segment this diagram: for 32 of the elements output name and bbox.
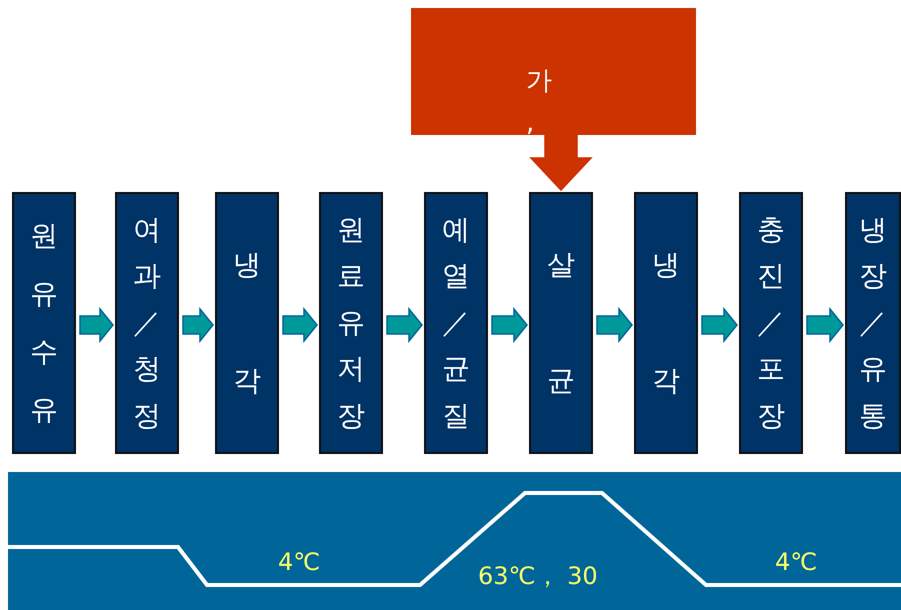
process-box	[634, 192, 698, 454]
block-arrow	[596, 306, 633, 344]
box-text: 예열／균질	[441, 212, 471, 434]
process-box	[319, 192, 383, 454]
box-text: 냉각	[232, 247, 262, 399]
process-box	[215, 192, 279, 454]
temperature-label: 4℃	[775, 548, 818, 576]
block-arrow	[79, 306, 114, 344]
box-text: 여과／청정	[132, 212, 162, 434]
process-box	[845, 192, 901, 454]
box-text: 살균	[546, 247, 576, 399]
block-arrow	[701, 306, 738, 344]
box-text: 원유수유	[29, 218, 59, 428]
block-arrow	[182, 306, 214, 344]
block-arrow	[491, 306, 528, 344]
box-text: 가 ,	[526, 65, 553, 140]
temperature-label: 4℃	[278, 548, 320, 576]
process-box	[529, 192, 593, 454]
block-arrow	[529, 134, 593, 192]
block-arrow	[806, 306, 844, 344]
temperature-label: 63℃， 30	[478, 561, 598, 592]
note-box	[411, 8, 696, 135]
box-text: 냉장／유통	[858, 212, 888, 434]
block-arrow	[386, 306, 423, 344]
process-box	[424, 192, 488, 454]
process-box	[12, 192, 76, 454]
box-text: 충진／포장	[756, 212, 786, 434]
process-box	[739, 192, 803, 454]
process-box	[115, 192, 179, 454]
block-arrow	[282, 306, 318, 344]
box-text: 냉각	[651, 247, 681, 399]
box-text: 원료유 저장	[336, 212, 366, 434]
